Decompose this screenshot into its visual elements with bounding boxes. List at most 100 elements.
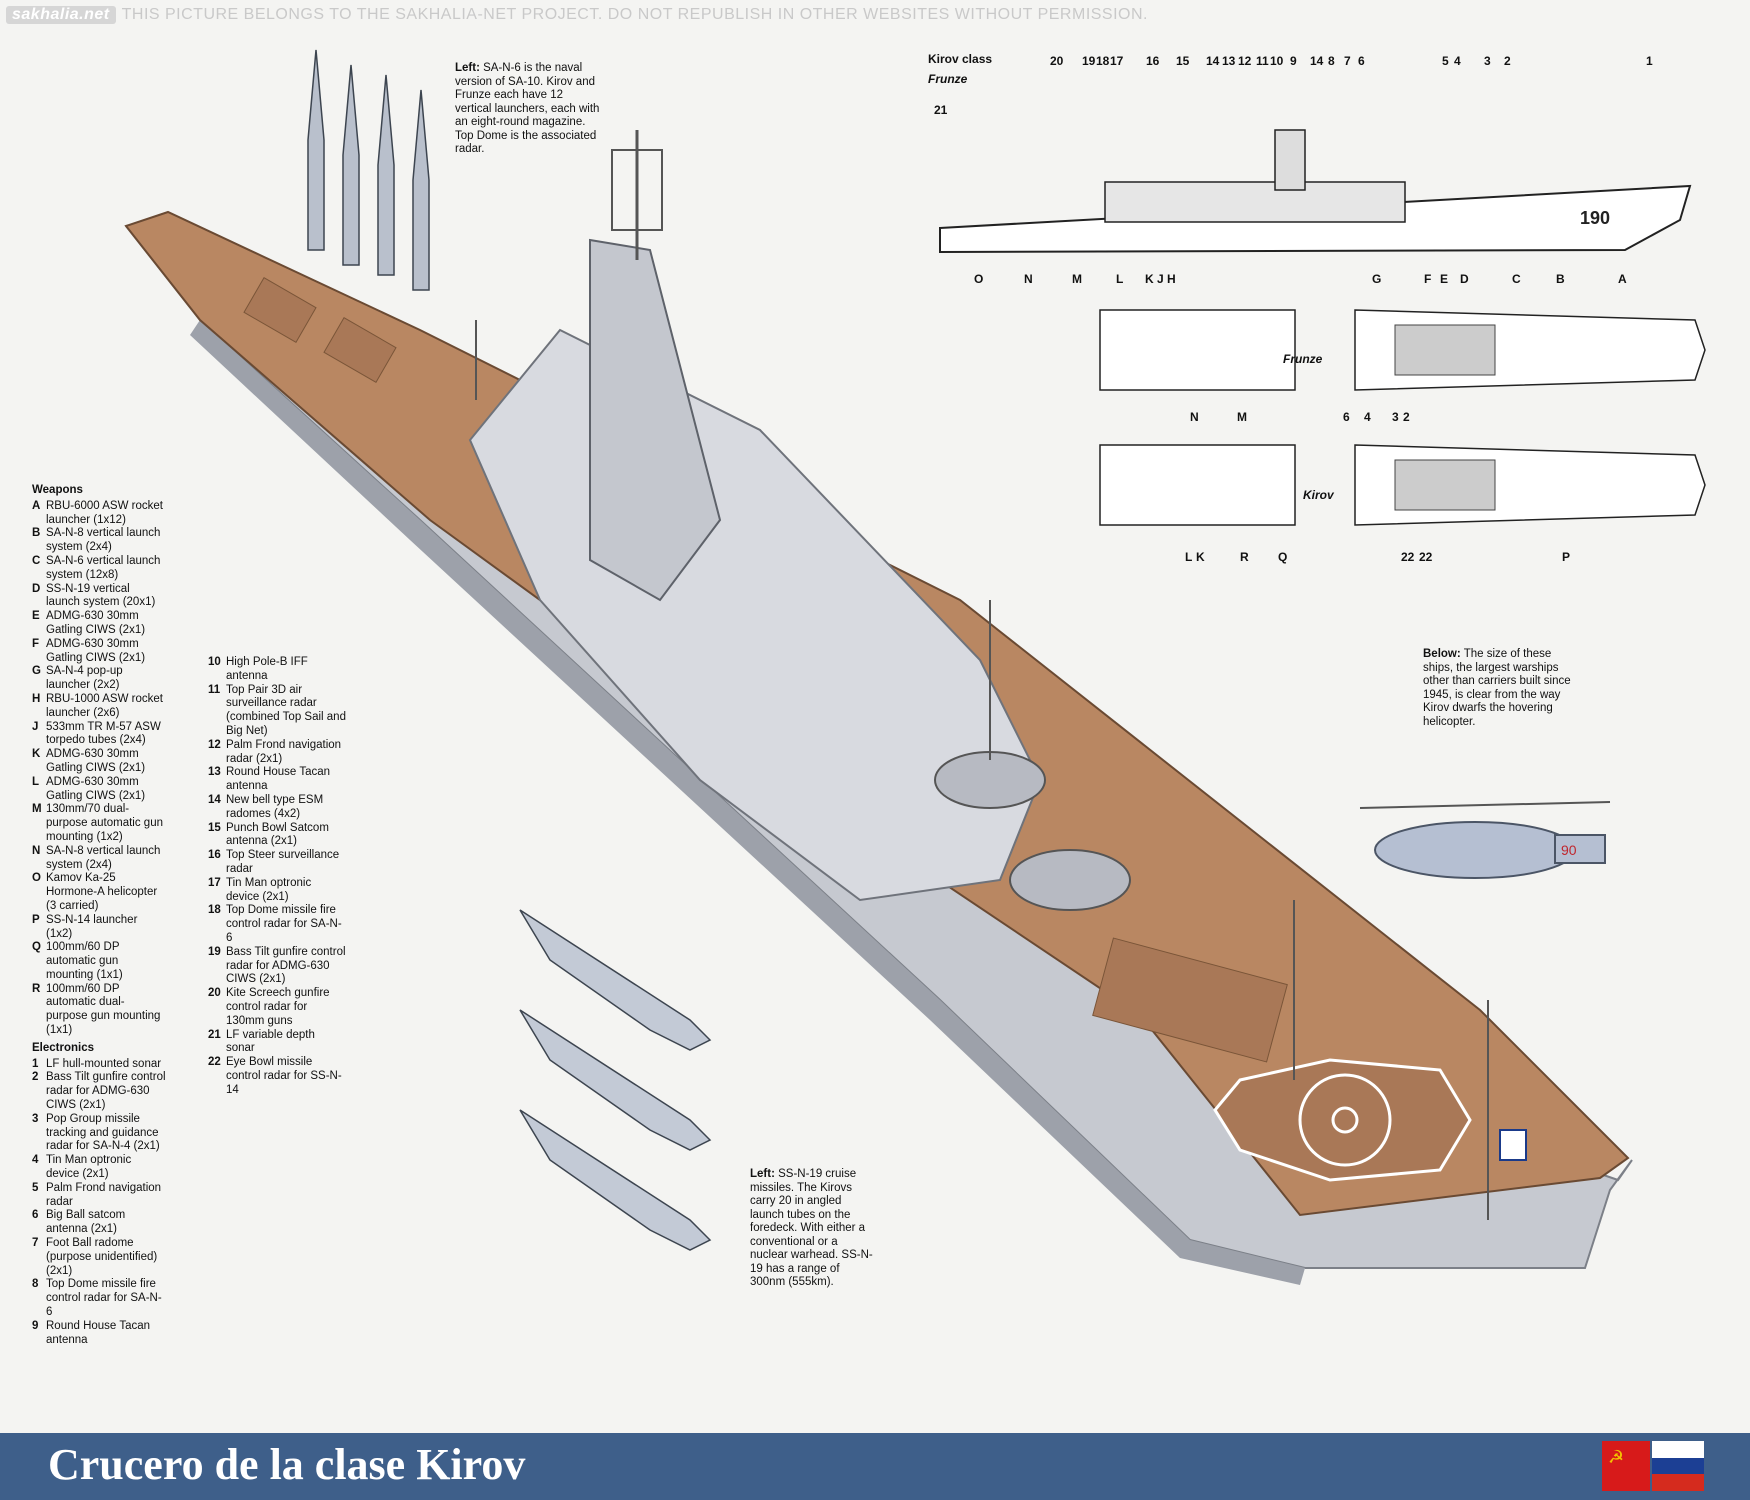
naval-ensign <box>1499 1129 1527 1161</box>
legend-text: 130mm/70 dual-purpose automatic gun moun… <box>46 803 163 843</box>
legend-key: R <box>32 982 41 995</box>
profile-view: 190 <box>939 129 1692 254</box>
profile-letter: F <box>1424 272 1432 286</box>
profile-letter: B <box>1556 272 1565 286</box>
plan-letter: M <box>1237 410 1247 424</box>
profile-number: 14 <box>1310 54 1324 68</box>
legend-text: ADMG-630 30mm Gatling CIWS (2x1) <box>46 775 146 802</box>
profile-letter: O <box>974 272 984 286</box>
legend-item: 13 Round House Tacan antenna <box>208 766 346 794</box>
profile-number: 15 <box>1176 54 1190 68</box>
profile-number: 5 <box>1442 54 1449 68</box>
legend-key: O <box>32 872 41 885</box>
legend-text: RBU-6000 ASW rocket launcher (1x12) <box>46 499 163 526</box>
legend-key: 12 <box>208 738 221 751</box>
profile-tower <box>1274 129 1306 191</box>
gun-turret-aft <box>1009 849 1131 911</box>
legend-item: C SA-N-6 vertical launch system (12x8) <box>32 555 166 583</box>
profile-number: 12 <box>1238 54 1252 68</box>
legend-key: 19 <box>208 945 221 958</box>
sa-n-6-missiles-illustration <box>307 49 430 291</box>
profile-hull-number: 190 <box>1580 208 1610 228</box>
plan-letter: 3 <box>1392 410 1399 424</box>
footer-title: Crucero de la clase Kirov <box>48 1440 526 1489</box>
profile-superstructure <box>1104 181 1406 223</box>
antenna-masts <box>475 320 1489 1220</box>
hull-lower <box>190 320 1305 1285</box>
profile-number: 14 <box>1206 54 1220 68</box>
helicopter-fuselage <box>1374 821 1576 879</box>
legend-text: Round House Tacan antenna <box>226 766 330 793</box>
kirov-plan-label: Kirov <box>1303 488 1334 502</box>
watermark-logo: sakhalia.net <box>6 6 116 24</box>
frunze-plan-aft <box>1099 309 1296 391</box>
profile-letter: A <box>1618 272 1627 286</box>
plan-views <box>1099 309 1706 526</box>
plan-letter: L <box>1185 550 1193 564</box>
helicopter-rotor <box>1359 801 1611 809</box>
legend-key: E <box>32 610 40 623</box>
legend-key: 21 <box>208 1028 221 1041</box>
legend-text: RBU-1000 ASW rocket launcher (2x6) <box>46 692 163 719</box>
profile-number: 3 <box>1484 54 1491 68</box>
footer-banner: Crucero de la clase Kirov <box>0 1433 1750 1500</box>
profile-number: 2 <box>1504 54 1511 68</box>
legend-key: A <box>32 499 41 512</box>
ss-n-19-caption-text: SS-N-19 cruise missiles. The Kirovs carr… <box>750 1168 873 1288</box>
ss-n-19-caption-lead: Left: <box>750 1168 775 1180</box>
legend-key: 11 <box>208 683 221 696</box>
legend-text: ADMG-630 30mm Gatling CIWS (2x1) <box>46 610 146 636</box>
below-caption-lead: Below: <box>1423 648 1461 660</box>
plan-letter: R <box>1240 550 1249 564</box>
legend-key: 16 <box>208 849 221 862</box>
legend-key: 20 <box>208 987 221 1000</box>
plan-letter: 2 <box>1403 410 1410 424</box>
profile-letter: N <box>1024 272 1033 286</box>
legend-text: Kite Screech gunfire control radar for 1… <box>226 987 330 1027</box>
sa-n-6-caption-text: SA-N-6 is the naval version of SA-10. Ki… <box>455 62 600 155</box>
legend-text: Eye Bowl missile control radar for SS-N-… <box>226 1056 342 1096</box>
ussr-flag-icon: ☭ <box>1602 1441 1650 1491</box>
ss-n-19-caption: Left: SS-N-19 cruise missiles. The Kirov… <box>750 1168 875 1290</box>
helicopter-tail <box>1554 834 1606 864</box>
helipad-circle <box>1298 1073 1392 1167</box>
profile-number: 6 <box>1358 54 1365 68</box>
legend-key: 22 <box>208 1056 221 1069</box>
electronics-heading: Electronics <box>32 1041 94 1054</box>
legend-text: SA-N-6 vertical launch system (12x8) <box>46 554 161 581</box>
legend-text: Kamov Ka-25 Hormone-A helicopter (3 carr… <box>46 872 158 912</box>
legend-text: High Pole-B IFF antenna <box>226 656 308 682</box>
legend-text: Round House Tacan antenna <box>46 1319 150 1346</box>
legend-text: Top Pair 3D air surveillance radar (comb… <box>226 683 346 737</box>
profile-letter: D <box>1460 272 1469 286</box>
legend-key: 13 <box>208 766 221 779</box>
legend-item: 22 Eye Bowl missile control radar for SS-… <box>208 1056 346 1097</box>
legend-item: 11 Top Pair 3D air surveillance radar (co… <box>208 684 346 739</box>
legend-text: Top Dome missile fire control radar for … <box>226 904 342 944</box>
legend-key: C <box>32 554 41 567</box>
legend-text: Pop Group missile tracking and guidance … <box>46 1112 160 1153</box>
legend-text: Foot Ball radome (purpose unidentified) … <box>46 1237 158 1277</box>
profile-number: 17 <box>1110 54 1124 68</box>
legend-key: K <box>32 748 41 761</box>
legend-text: Bass Tilt gunfire control radar for ADMG… <box>46 1071 166 1112</box>
